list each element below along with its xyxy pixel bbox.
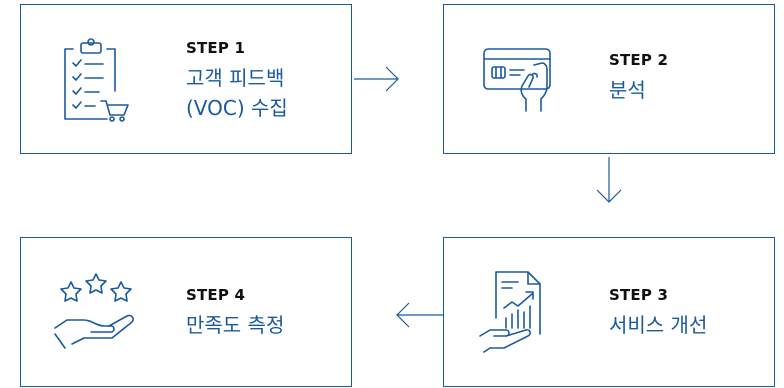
step-3-label: STEP 3 [609,286,669,304]
step-2-label: STEP 2 [609,51,669,69]
step-2-title: 분석 [609,78,646,102]
step-1-title-line-1: 고객 피드백 [186,66,285,90]
step-3-box: STEP 3 서비스 개선 [443,237,775,387]
step-2-box: STEP 2 분석 [443,4,775,154]
stars-on-hand-icon [51,268,141,358]
arrow-right-icon [354,64,402,94]
step-4-label: STEP 4 [186,286,246,304]
card-in-hand-icon [474,35,564,125]
step-1-title-line-2: (VOC) 수집 [186,96,288,120]
clipboard-checklist-cart-icon [51,35,141,125]
report-chart-hand-icon [474,268,564,358]
step-1-box: STEP 1 고객 피드백 (VOC) 수집 [20,4,352,154]
step-3-title: 서비스 개선 [609,313,708,337]
step-4-title: 만족도 측정 [186,313,285,337]
arrow-left-icon [393,300,443,330]
step-1-label: STEP 1 [186,39,246,57]
arrow-down-icon [594,155,624,205]
step-4-box: STEP 4 만족도 측정 [20,237,352,387]
